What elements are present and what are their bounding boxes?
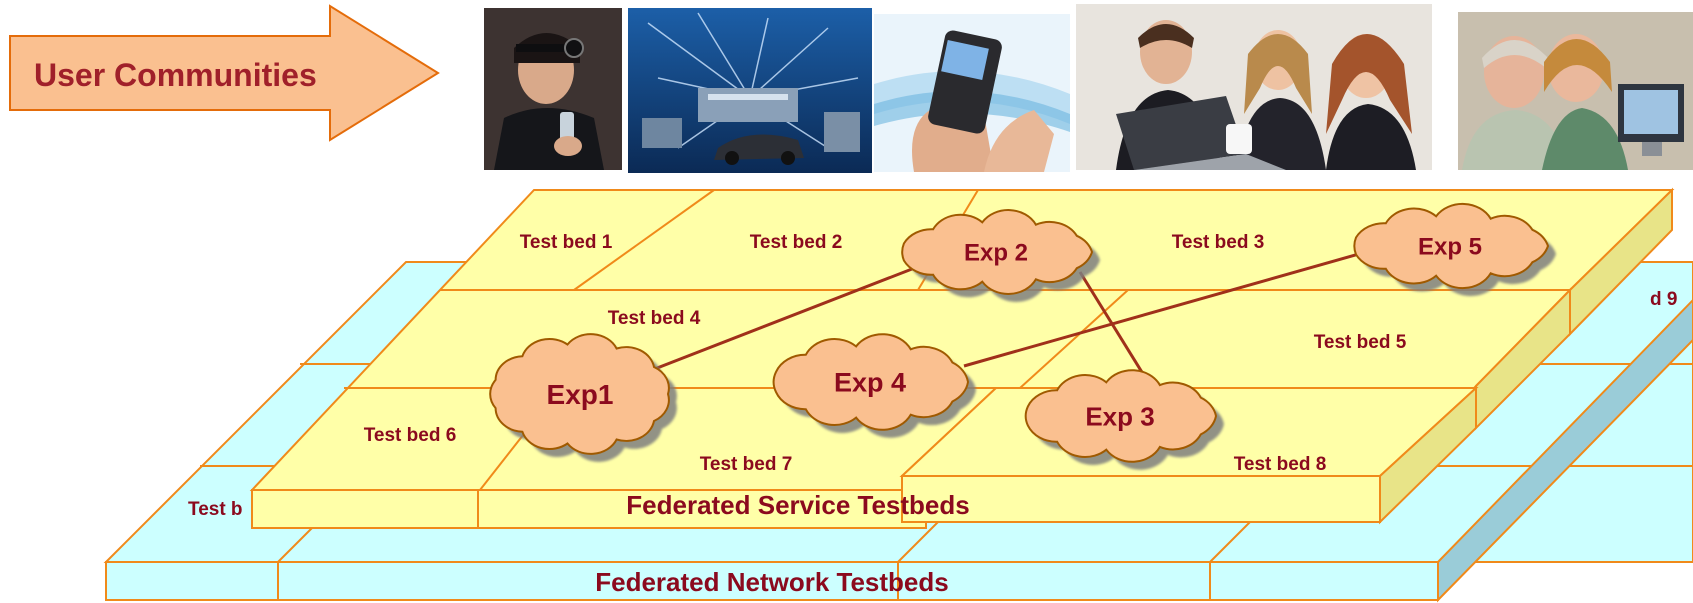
cloud-shape bbox=[901, 209, 1094, 295]
network-partial-label-left: Test b bbox=[188, 499, 243, 520]
photo-office-team-laptop-image bbox=[1076, 4, 1432, 170]
photo-smartphone-in-hands bbox=[874, 14, 1070, 172]
photo-seniors-at-computer-image bbox=[1458, 12, 1693, 170]
testbed-label-8: Test bed 8 bbox=[1234, 454, 1327, 475]
service-layer-title: Federated Service Testbeds bbox=[626, 490, 969, 520]
cloud-shape bbox=[772, 333, 970, 431]
experiment-clouds: Exp1 Exp 2 Exp 3 Exp 4 Exp 5 bbox=[489, 202, 1556, 470]
testbed-label-3: Test bed 3 bbox=[1172, 232, 1265, 253]
experiment-label: Exp 2 bbox=[964, 240, 1028, 267]
photo-wearable-device-user-image bbox=[484, 8, 622, 170]
link-exp4-exp5 bbox=[963, 246, 1381, 368]
experiment-cloud-3: Exp 3 bbox=[1024, 369, 1224, 470]
network-layer-side bbox=[1437, 298, 1693, 603]
experiment-label: Exp 3 bbox=[1085, 401, 1154, 431]
experiment-cloud-4: Exp 4 bbox=[772, 333, 976, 438]
cloud-shape bbox=[1353, 202, 1550, 290]
photo-connected-city-network bbox=[628, 8, 872, 173]
testbed-label-4: Test bed 4 bbox=[608, 308, 701, 329]
testbed-label-2: Test bed 2 bbox=[750, 232, 843, 253]
user-communities-label: User Communities bbox=[34, 57, 317, 93]
link-exp2-exp3 bbox=[1078, 271, 1150, 383]
testbed-label-5: Test bed 5 bbox=[1314, 332, 1407, 353]
photo-seniors-at-computer bbox=[1458, 12, 1693, 170]
photo-smartphone-in-hands-image bbox=[874, 14, 1070, 172]
experiment-label: Exp1 bbox=[547, 379, 614, 410]
cloud-shape bbox=[489, 333, 670, 455]
experiment-cloud-2: Exp 2 bbox=[901, 209, 1100, 302]
network-partial-label-right: d 9 bbox=[1650, 289, 1677, 310]
experiment-label: Exp 5 bbox=[1418, 234, 1482, 261]
testbed-label-1: Test bed 1 bbox=[520, 232, 613, 253]
experiment-links bbox=[651, 246, 1381, 383]
cloud-shape bbox=[1024, 369, 1218, 463]
photo-connected-city-network-image bbox=[628, 8, 872, 173]
experiment-cloud-5: Exp 5 bbox=[1353, 202, 1556, 297]
testbed-label-6: Test bed 6 bbox=[364, 425, 457, 446]
photo-office-team-laptop bbox=[1076, 4, 1432, 170]
experiment-cloud-1: Exp1 bbox=[489, 333, 677, 462]
service-layer-front bbox=[251, 489, 927, 529]
link-exp1-exp2 bbox=[651, 260, 931, 372]
photo-wearable-device-user bbox=[484, 8, 622, 170]
experiment-label: Exp 4 bbox=[834, 368, 906, 398]
testbed-label-7: Test bed 7 bbox=[700, 454, 793, 475]
network-layer-title: Federated Network Testbeds bbox=[595, 567, 949, 597]
user-communities-arrow: User Communities bbox=[9, 4, 440, 142]
network-layer-front bbox=[105, 561, 1439, 601]
